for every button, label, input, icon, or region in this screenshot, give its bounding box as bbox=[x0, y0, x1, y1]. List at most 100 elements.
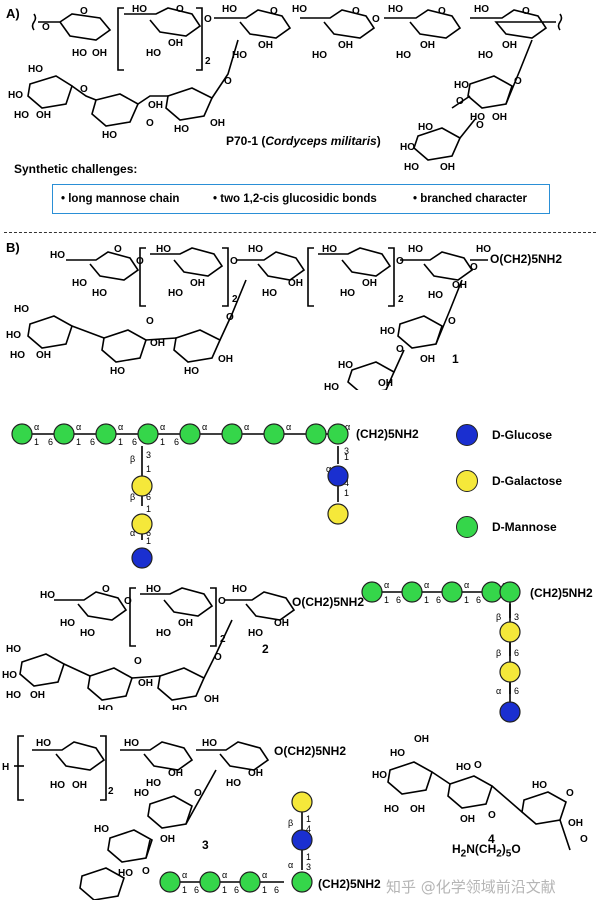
svg-text:α: α bbox=[160, 422, 165, 432]
svg-text:HO: HO bbox=[110, 366, 125, 377]
svg-text:OH: OH bbox=[414, 734, 429, 745]
svg-text:1: 1 bbox=[76, 437, 81, 447]
svg-text:OH: OH bbox=[452, 280, 467, 291]
svg-text:HO: HO bbox=[248, 244, 263, 255]
svg-text:O: O bbox=[488, 810, 496, 821]
svg-text:HO: HO bbox=[232, 50, 247, 61]
svg-text:O: O bbox=[580, 834, 588, 845]
svg-text:HO: HO bbox=[404, 162, 419, 173]
compound-2-glycan-symbol: α16 α16 α16 α bbox=[361, 580, 511, 694]
svg-text:O: O bbox=[224, 76, 232, 87]
svg-text:O: O bbox=[204, 14, 212, 25]
svg-text:O: O bbox=[102, 584, 110, 595]
svg-text:HO: HO bbox=[72, 278, 87, 289]
panel-a-label: A) bbox=[6, 6, 20, 21]
svg-text:HO: HO bbox=[8, 90, 23, 101]
svg-text:HO: HO bbox=[156, 244, 171, 255]
svg-text:HO: HO bbox=[400, 142, 415, 153]
challenge-item: • two 1,2-cis glucosidic bonds bbox=[213, 193, 377, 205]
linker-label-4: H2N(CH2)5O bbox=[452, 842, 521, 860]
galactose-legend-icon bbox=[456, 470, 478, 492]
mannose-legend-icon bbox=[456, 516, 478, 538]
section-divider bbox=[4, 232, 596, 233]
svg-text:HO: HO bbox=[50, 780, 65, 791]
svg-text:HO: HO bbox=[134, 788, 149, 799]
svg-text:6: 6 bbox=[436, 595, 441, 605]
svg-text:OH: OH bbox=[190, 278, 205, 289]
svg-text:OH: OH bbox=[72, 780, 87, 791]
svg-text:OH: OH bbox=[36, 110, 51, 121]
svg-text:HO: HO bbox=[72, 48, 87, 59]
svg-text:1: 1 bbox=[306, 852, 311, 862]
natural-product-caption: P70-1 (Cordyceps militaris) bbox=[226, 134, 381, 148]
svg-text:3: 3 bbox=[344, 446, 349, 456]
watermark: 知乎 @化学领域前沿文献 bbox=[386, 878, 556, 896]
svg-text:HO: HO bbox=[2, 670, 17, 681]
svg-text:6: 6 bbox=[146, 528, 151, 538]
svg-text:O: O bbox=[470, 262, 478, 273]
svg-text:α: α bbox=[384, 580, 389, 590]
svg-text:HO: HO bbox=[14, 304, 29, 315]
svg-text:6: 6 bbox=[132, 437, 137, 447]
svg-text:1: 1 bbox=[146, 504, 151, 514]
svg-text:OH: OH bbox=[150, 338, 165, 349]
svg-text:HO: HO bbox=[372, 770, 387, 781]
linker-label-1-symbol: (CH2)5NH2 bbox=[356, 427, 419, 441]
svg-text:OH: OH bbox=[138, 678, 153, 689]
svg-text:HO: HO bbox=[428, 290, 443, 301]
legend-galactose: D-Galactose bbox=[492, 474, 563, 488]
svg-text:HO: HO bbox=[132, 4, 147, 15]
svg-text:1: 1 bbox=[146, 536, 151, 546]
svg-text:OH: OH bbox=[168, 768, 183, 779]
svg-text:HO: HO bbox=[14, 110, 29, 121]
svg-text:OH: OH bbox=[362, 278, 377, 289]
svg-text:α: α bbox=[244, 422, 249, 432]
svg-text:β: β bbox=[496, 612, 501, 622]
legend-mannose: D-Mannose bbox=[492, 520, 557, 534]
svg-text:HO: HO bbox=[118, 868, 133, 879]
svg-text:HO: HO bbox=[102, 130, 117, 141]
svg-text:OH: OH bbox=[160, 834, 175, 845]
svg-text:6: 6 bbox=[174, 437, 179, 447]
svg-text:OH: OH bbox=[460, 814, 475, 825]
svg-text:OH: OH bbox=[30, 690, 45, 701]
svg-text:O: O bbox=[214, 652, 222, 663]
svg-text:α: α bbox=[496, 686, 501, 696]
svg-text:α: α bbox=[288, 860, 293, 870]
svg-text:O: O bbox=[396, 344, 404, 355]
svg-text:O: O bbox=[146, 316, 154, 327]
svg-text:HO: HO bbox=[6, 330, 21, 341]
svg-text:OH: OH bbox=[204, 694, 219, 705]
svg-text:HO: HO bbox=[292, 4, 307, 15]
svg-text:1: 1 bbox=[182, 885, 187, 895]
svg-text:HO: HO bbox=[146, 584, 161, 595]
svg-text:α: α bbox=[130, 528, 135, 538]
svg-text:6: 6 bbox=[396, 595, 401, 605]
svg-text:β: β bbox=[288, 818, 293, 828]
svg-text:HO: HO bbox=[454, 80, 469, 91]
svg-text:4: 4 bbox=[344, 478, 349, 488]
svg-text:HO: HO bbox=[168, 288, 183, 299]
svg-text:HO: HO bbox=[202, 738, 217, 749]
svg-text:HO: HO bbox=[340, 288, 355, 299]
svg-text:HO: HO bbox=[6, 690, 21, 701]
compound-2-label: 2 bbox=[262, 642, 269, 656]
svg-text:HO: HO bbox=[338, 360, 353, 371]
svg-text:O: O bbox=[448, 316, 456, 327]
svg-text:6: 6 bbox=[90, 437, 95, 447]
svg-text:HO: HO bbox=[380, 326, 395, 337]
svg-text:O: O bbox=[566, 788, 574, 799]
svg-text:3: 3 bbox=[146, 450, 151, 460]
svg-text:OH: OH bbox=[502, 40, 517, 51]
challenge-item: • long mannose chain bbox=[61, 193, 180, 205]
svg-text:6: 6 bbox=[514, 648, 519, 658]
svg-text:OH: OH bbox=[420, 40, 435, 51]
svg-text:O: O bbox=[136, 256, 144, 267]
svg-text:1: 1 bbox=[424, 595, 429, 605]
svg-text:HO: HO bbox=[6, 644, 21, 655]
svg-text:OH: OH bbox=[274, 618, 289, 629]
